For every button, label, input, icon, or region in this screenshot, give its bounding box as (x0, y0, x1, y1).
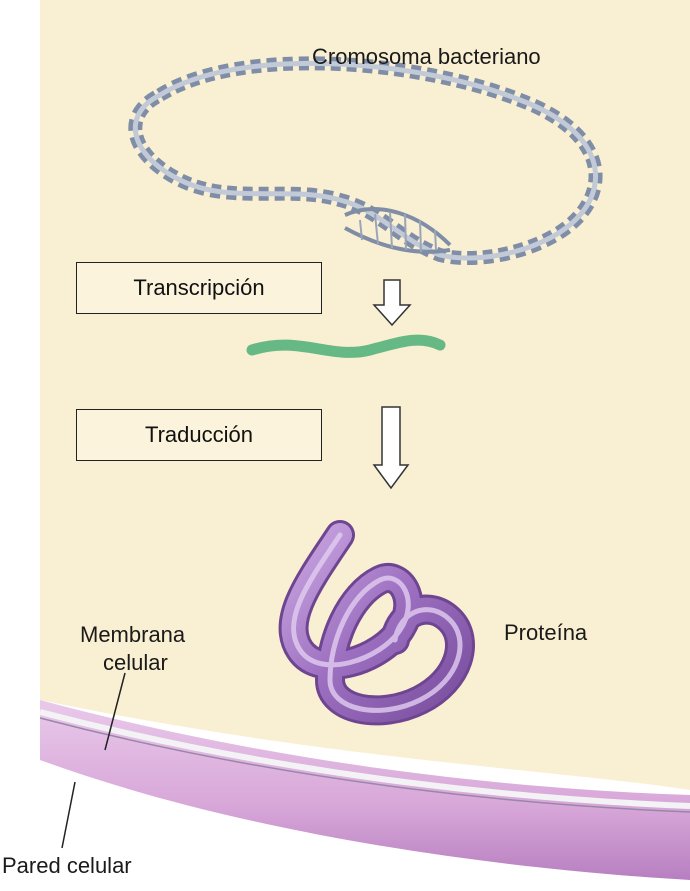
translation-label: Traducción (145, 422, 253, 448)
chromosome-label: Cromosoma bacteriano (312, 44, 541, 70)
translation-box: Traducción (76, 409, 322, 461)
membrane-label-line2: celular (103, 650, 168, 676)
transcription-label: Transcripción (133, 275, 264, 301)
membrane-label-line1: Membrana (80, 622, 185, 648)
protein-label: Proteína (504, 620, 587, 646)
cell-wall-label: Pared celular (2, 853, 132, 879)
transcription-box: Transcripción (76, 262, 322, 314)
